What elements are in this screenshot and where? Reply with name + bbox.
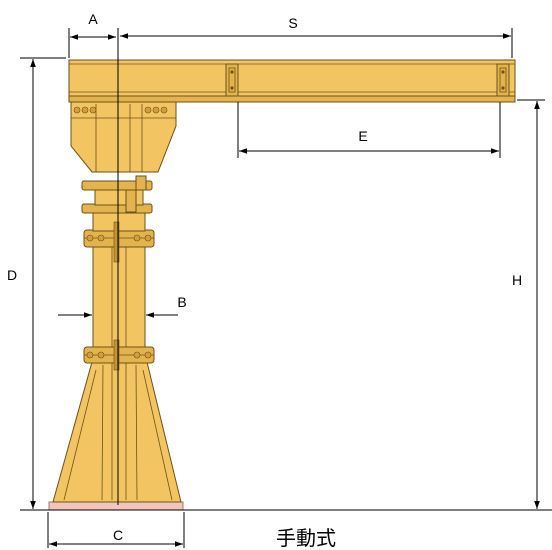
dim-s-label: S <box>288 15 297 31</box>
base-plate <box>48 501 184 511</box>
stopper-block <box>135 175 147 191</box>
jib-arm-bottom-strip <box>68 95 516 103</box>
bracket-bolts <box>73 106 168 114</box>
dimension-labels: A S E B D H C 手動式 <box>7 11 522 550</box>
slewing-plate-upper <box>81 180 153 191</box>
dim-b-label: B <box>177 294 186 310</box>
bolt-block <box>125 189 137 213</box>
reference-lines <box>20 28 552 548</box>
dimension-arrows <box>30 33 540 547</box>
dim-h-label: H <box>512 272 522 288</box>
dim-d-label: D <box>7 267 17 283</box>
trolley-stopper-right <box>496 63 510 97</box>
trolley-stopper-left <box>225 63 239 97</box>
dim-a-label: A <box>88 11 98 27</box>
crane-structure <box>48 28 516 511</box>
jib-arm <box>68 59 516 101</box>
caption-manual-type: 手動式 <box>276 526 336 550</box>
dim-c-label: C <box>113 527 123 543</box>
pillar-lower-flare <box>52 361 182 503</box>
dim-e-label: E <box>358 128 367 144</box>
